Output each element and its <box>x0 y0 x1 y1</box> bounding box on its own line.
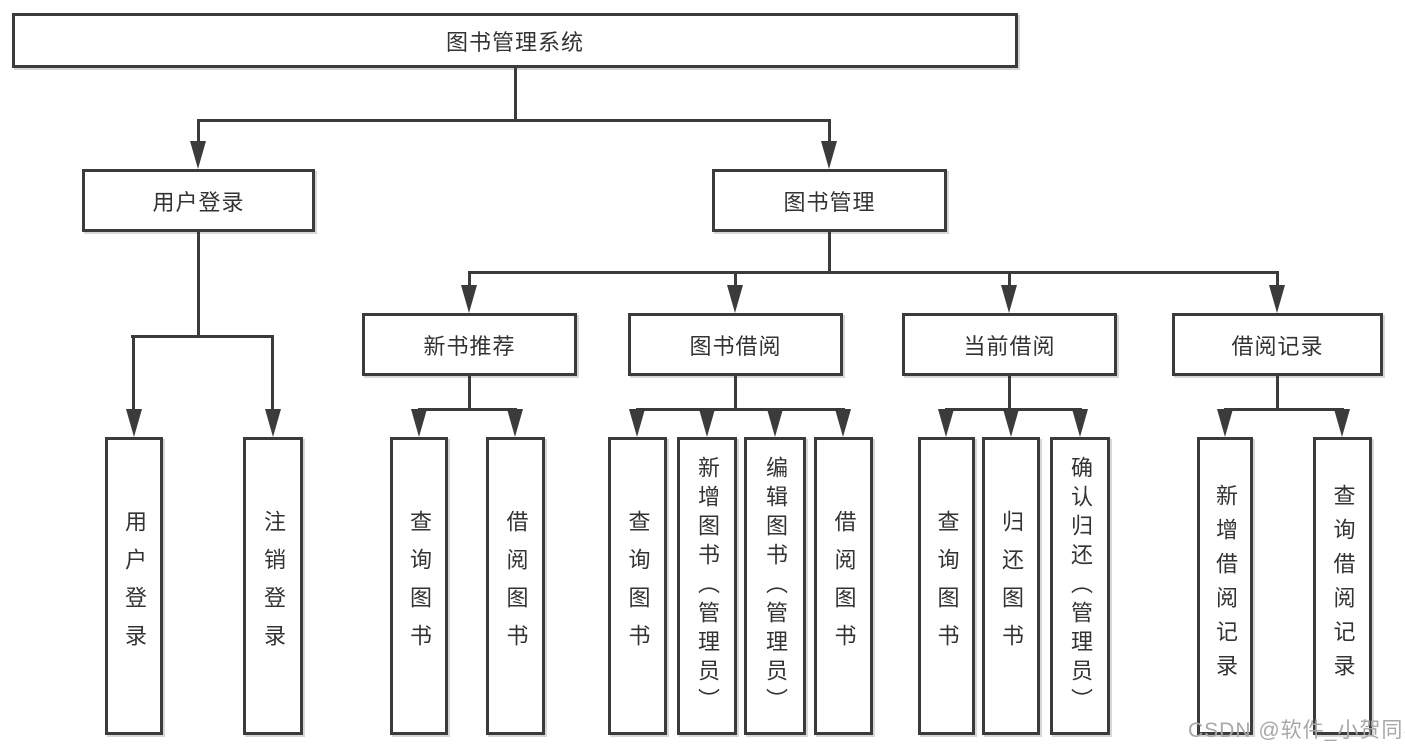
leaf-return-books: 归还图书 <box>982 437 1040 735</box>
leaf-borrow-books-borrowing: 借阅图书 <box>814 437 873 735</box>
connector-drop-book-management <box>828 119 831 146</box>
arrow-down-icon <box>126 409 142 437</box>
node-user-login: 用户登录 <box>82 169 315 232</box>
leaf-logout: 注销登录 <box>243 437 303 735</box>
connector-new-book-rail <box>418 408 517 411</box>
leaf-query-books-current-label: 查询图书 <box>934 510 960 662</box>
node-book-borrowing: 图书借阅 <box>628 313 843 376</box>
leaf-borrow-books-borrowing-label: 借阅图书 <box>831 510 857 662</box>
connector-drop-current-borrowing <box>1008 271 1011 288</box>
node-book-borrowing-label: 图书借阅 <box>689 333 782 359</box>
connector-user-login-rail <box>131 335 274 338</box>
leaf-query-books-borrowing-label: 查询图书 <box>625 510 651 662</box>
connector-user-login-stem <box>197 232 200 335</box>
arrow-down-icon <box>835 409 851 437</box>
leaf-add-borrow-record-label: 新增借阅记录 <box>1213 484 1238 688</box>
arrow-down-icon <box>411 409 427 437</box>
node-user-login-label: 用户登录 <box>152 189 245 215</box>
connector-borrow-records-rail <box>1224 408 1344 411</box>
connector-book-management-stem <box>828 232 831 274</box>
arrow-down-icon <box>767 409 783 437</box>
leaf-edit-books-admin-label: 编辑图书（管理员） <box>763 455 788 717</box>
connector-drop-borrow-records <box>1276 271 1279 288</box>
leaf-return-books-label: 归还图书 <box>999 510 1024 662</box>
node-borrow-records: 借阅记录 <box>1172 313 1383 376</box>
watermark: CSDN @软件_小贺同学 <box>1188 719 1405 742</box>
leaf-confirm-return-admin: 确认归还（管理员） <box>1050 437 1110 735</box>
arrow-down-icon <box>821 141 837 169</box>
arrow-down-icon <box>1072 409 1088 437</box>
arrow-down-icon <box>1003 409 1019 437</box>
node-book-management-label: 图书管理 <box>783 189 876 215</box>
arrow-down-icon <box>699 409 715 437</box>
leaf-query-books-recommend: 查询图书 <box>390 437 448 735</box>
leaf-add-books-admin: 新增图书（管理员） <box>677 437 737 735</box>
arrow-down-icon <box>461 285 477 313</box>
leaf-borrow-books-recommend-label: 借阅图书 <box>503 510 529 662</box>
connector-drop-book-borrowing <box>734 271 737 288</box>
leaf-query-borrow-record: 查询借阅记录 <box>1313 437 1372 735</box>
node-library-system-label: 图书管理系统 <box>445 29 584 55</box>
arrow-down-icon <box>1334 409 1350 437</box>
leaf-user-login: 用户登录 <box>105 437 163 735</box>
arrow-down-icon <box>1269 285 1285 313</box>
leaf-query-books-current: 查询图书 <box>918 437 975 735</box>
leaf-query-books-recommend-label: 查询图书 <box>407 510 432 662</box>
leaf-confirm-return-admin-label: 确认归还（管理员） <box>1068 455 1093 717</box>
leaf-add-books-admin-label: 新增图书（管理员） <box>695 455 720 717</box>
arrow-down-icon <box>1001 285 1017 313</box>
node-current-borrowing-label: 当前借阅 <box>963 333 1056 359</box>
arrow-down-icon <box>507 409 523 437</box>
connector-root-rail <box>197 119 831 122</box>
node-borrow-records-label: 借阅记录 <box>1231 333 1324 359</box>
leaf-user-login-label: 用户登录 <box>122 510 147 662</box>
connector-book-management-rail <box>468 271 1279 274</box>
connector-book-borrowing-rail <box>636 408 845 411</box>
connector-book-borrowing-stem <box>734 376 737 411</box>
node-current-borrowing: 当前借阅 <box>902 313 1117 376</box>
node-book-management: 图书管理 <box>712 169 947 232</box>
connector-drop-user-login <box>197 119 200 146</box>
connector-drop-new-book <box>468 271 471 288</box>
arrow-down-icon <box>265 409 281 437</box>
connector-drop-leaf-logout <box>271 335 274 410</box>
arrow-down-icon <box>190 141 206 169</box>
leaf-add-borrow-record: 新增借阅记录 <box>1197 437 1253 735</box>
arrow-down-icon <box>727 285 743 313</box>
leaf-borrow-books-recommend: 借阅图书 <box>486 437 545 735</box>
connector-borrow-records-stem <box>1276 376 1279 411</box>
arrow-down-icon <box>938 409 954 437</box>
node-new-book-recommendation: 新书推荐 <box>362 313 577 376</box>
leaf-logout-label: 注销登录 <box>261 510 286 662</box>
connector-root-stem <box>514 68 517 122</box>
arrow-down-icon <box>629 409 645 437</box>
leaf-query-books-borrowing: 查询图书 <box>608 437 667 735</box>
node-library-system: 图书管理系统 <box>12 13 1018 68</box>
leaf-edit-books-admin: 编辑图书（管理员） <box>744 437 806 735</box>
node-new-book-recommendation-label: 新书推荐 <box>423 333 516 359</box>
connector-current-borrowing-stem <box>1008 376 1011 411</box>
connector-drop-leaf-user-login <box>132 335 135 410</box>
leaf-query-borrow-record-label: 查询借阅记录 <box>1330 484 1356 688</box>
arrow-down-icon <box>1217 409 1233 437</box>
connector-new-book-stem <box>468 376 471 411</box>
